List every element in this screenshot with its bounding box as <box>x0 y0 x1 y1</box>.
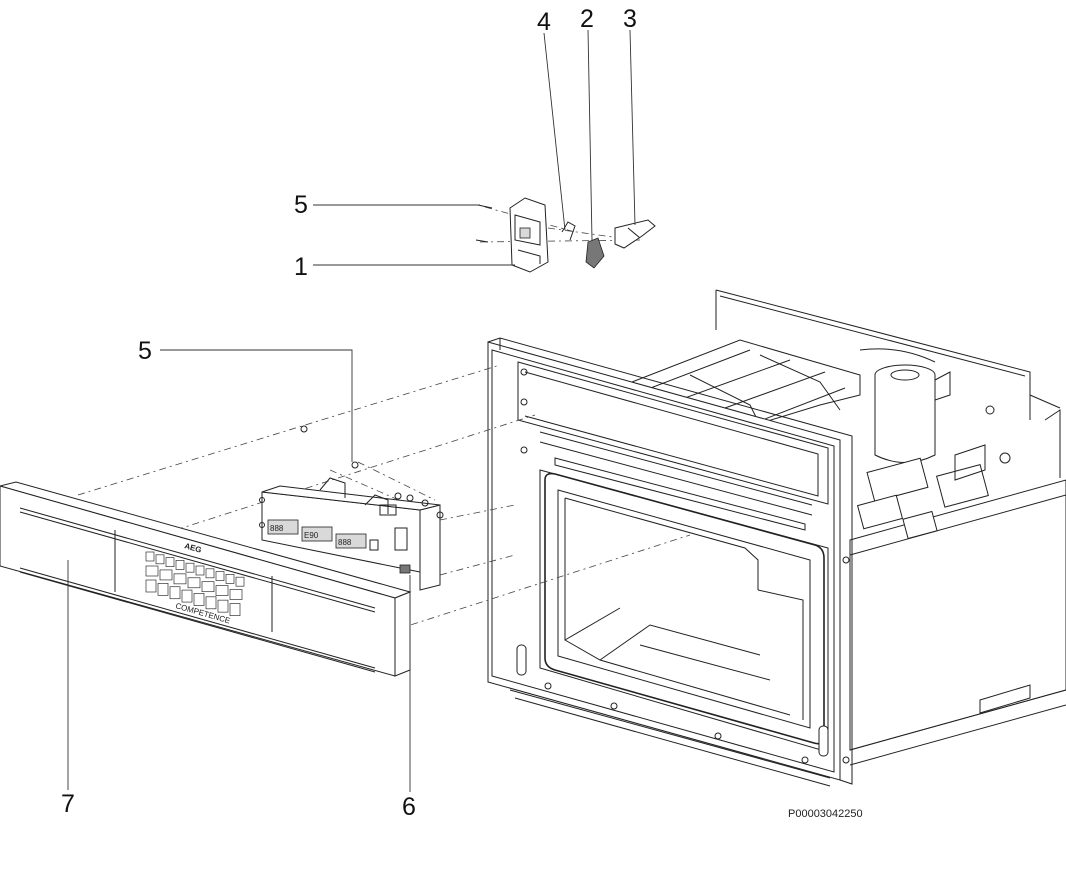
control-panel: AEG COMPETENCE <box>0 481 412 677</box>
door-lock-assembly <box>475 197 656 273</box>
panel-key <box>145 551 155 562</box>
fan-motor <box>859 348 951 463</box>
panel-key <box>185 562 195 573</box>
callout-5-lock: 5 <box>294 191 308 219</box>
panel-key <box>173 573 187 585</box>
front-frame <box>487 337 853 787</box>
display-3: 888 <box>338 538 352 547</box>
panel-key <box>229 589 243 600</box>
electronic-board: 888 E90 888 <box>259 425 444 591</box>
oven-body <box>487 289 1066 787</box>
internal-components <box>856 405 1011 540</box>
callout-5-board: 5 <box>138 337 152 365</box>
panel-keypad <box>145 551 245 616</box>
document-id: P00003042250 <box>788 808 863 820</box>
callout-3: 3 <box>623 5 637 33</box>
panel-key <box>195 565 205 576</box>
callout-7: 7 <box>61 790 75 818</box>
panel-key <box>215 571 225 581</box>
panel-key <box>155 554 165 565</box>
panel-key <box>193 593 205 606</box>
panel-key <box>145 565 159 577</box>
callout-2: 2 <box>580 5 594 33</box>
panel-key <box>215 585 229 596</box>
panel-key <box>187 577 201 589</box>
callout-labels: 4 2 3 5 1 5 7 6 <box>61 5 637 821</box>
panel-key <box>205 568 215 579</box>
display-2: E90 <box>304 531 319 540</box>
panel-key <box>169 586 181 600</box>
panel-key <box>225 574 235 584</box>
panel-key <box>217 599 229 613</box>
callout-6: 6 <box>402 793 416 821</box>
panel-key <box>145 579 157 593</box>
panel-key <box>157 583 169 596</box>
panel-key <box>229 603 241 616</box>
panel-key <box>175 560 185 570</box>
panel-key <box>201 581 215 593</box>
display-1: 888 <box>270 524 284 533</box>
panel-key <box>165 557 175 567</box>
callout-1: 1 <box>294 253 308 281</box>
panel-key <box>159 569 173 581</box>
panel-key <box>235 576 245 587</box>
panel-key <box>181 589 193 603</box>
callout-4: 4 <box>537 8 551 36</box>
leader-lines <box>67 29 636 792</box>
panel-key <box>205 596 217 610</box>
